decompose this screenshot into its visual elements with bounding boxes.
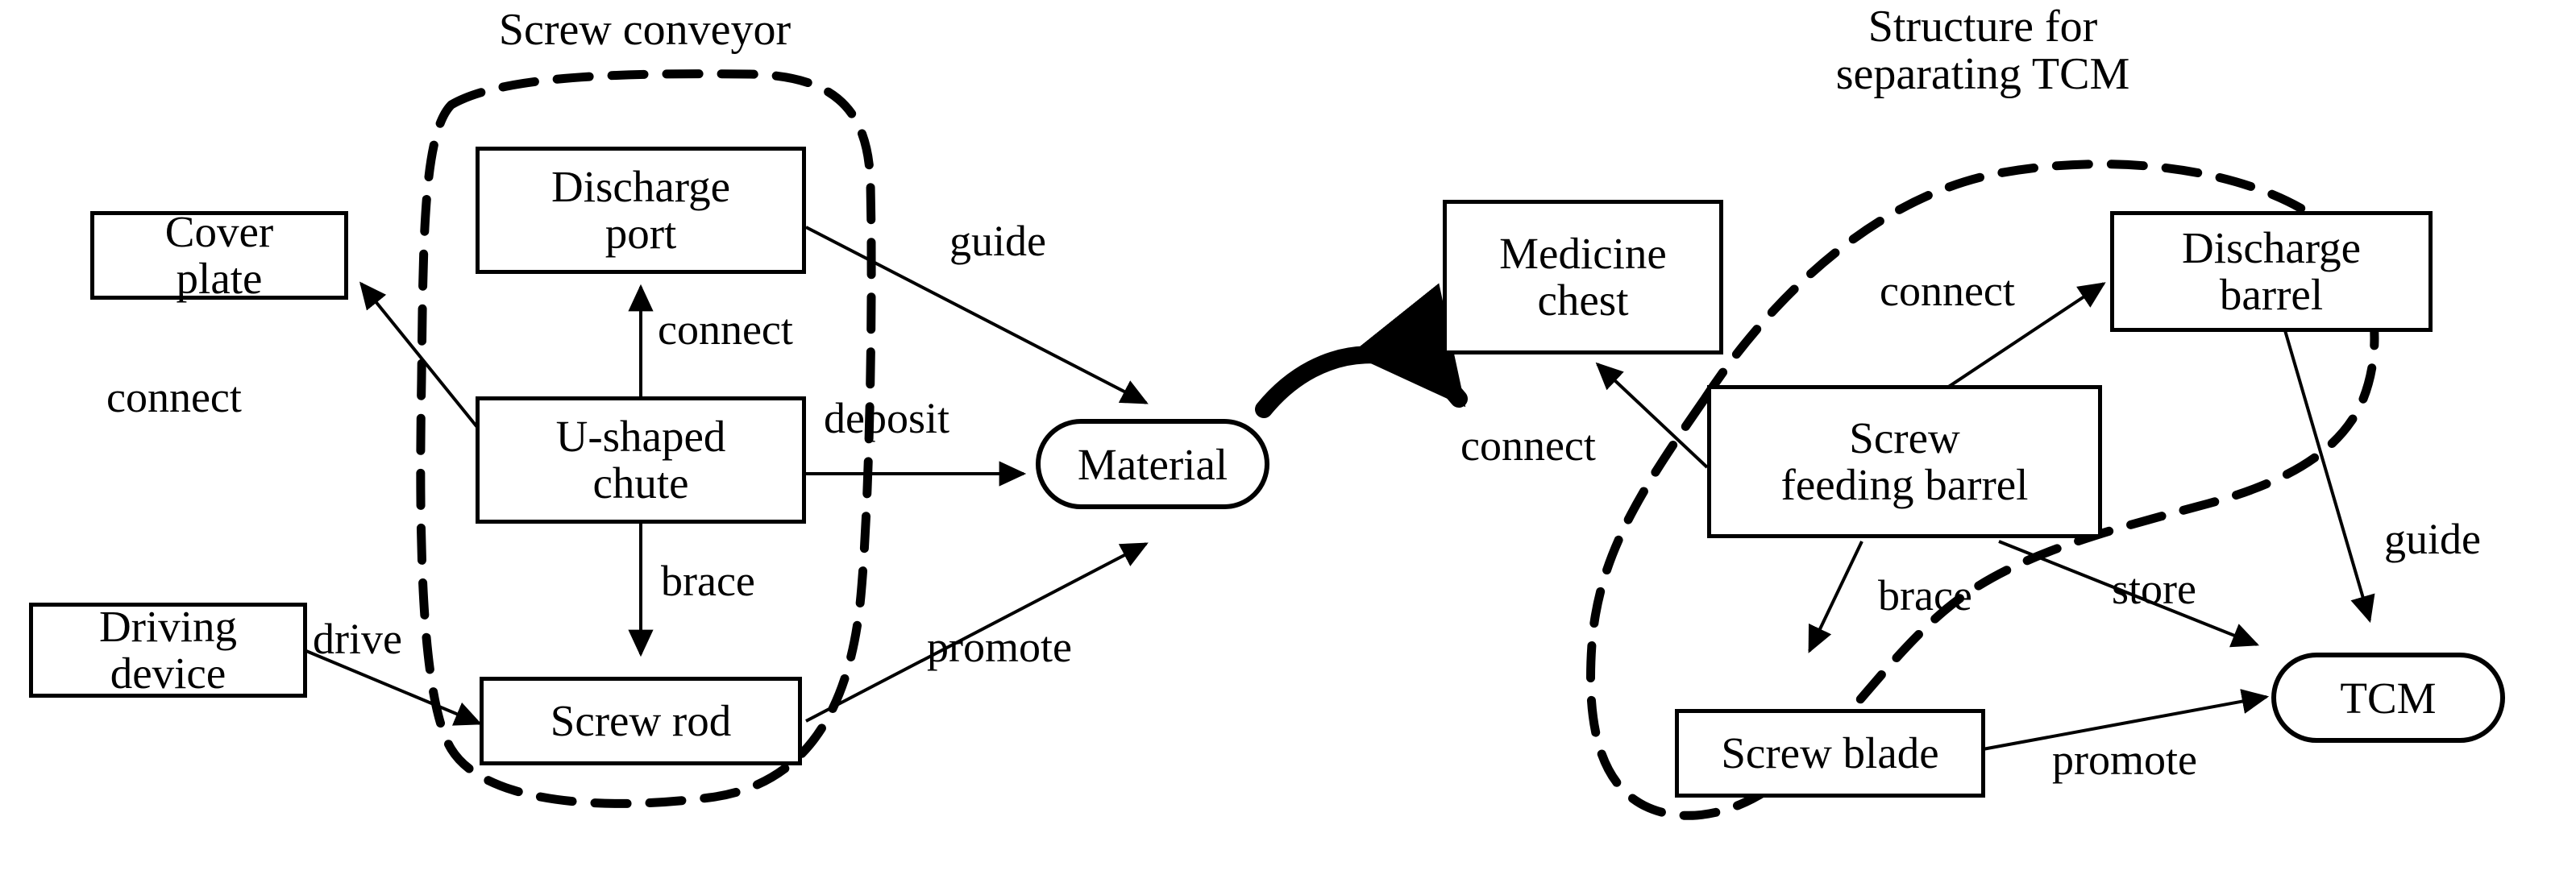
edge-label-connect-discharge-port: connect [658,305,793,354]
edge-drive-screw-rod [305,649,482,726]
edge-promote-tcm [1982,689,2270,751]
edge-label-connect-cover-plate: connect [106,373,242,421]
edge-connect-cover-plate [359,281,485,437]
group-caption-screw-conveyor: Screw conveyor [498,5,791,55]
edge-label-brace-screw-blade: brace [1878,571,1972,620]
edge-label-guide-material: guide [949,217,1046,265]
edge-label-promote-material: promote [927,623,1072,671]
edge-brace-screw-blade [1808,541,1863,653]
edge-label-guide-tcm: guide [2384,515,2481,563]
node-screw-blade[interactable]: Screw blade [1675,709,1985,798]
node-driving-device[interactable]: Driving device [29,603,307,698]
group-caption-separating-tcm: Structure for separating TCM [1835,2,2130,100]
edge-label-drive: drive [313,615,402,663]
node-discharge-port[interactable]: Discharge port [476,147,806,274]
edge-guide-material [805,226,1149,404]
group-boundary-screw-conveyor [416,69,876,808]
edge-connect-medicine-chest [1595,362,1709,469]
group-boundary-separating-tcm [1586,160,2379,820]
edge-store-tcm [1998,540,2259,648]
edge-label-promote-tcm: promote [2052,736,2197,784]
edge-label-brace-screw-rod: brace [661,557,755,605]
node-cover-plate[interactable]: Cover plate [90,209,348,301]
edge-label-connect-discharge-barrel: connect [1880,267,2015,315]
edge-guide-tcm [2281,321,2375,624]
edge-label-connect-medicine-chest: connect [1460,421,1596,470]
edge-promote-material [805,542,1149,723]
node-material[interactable]: Material [1036,419,1269,509]
edge-label-deposit: deposit [824,394,949,442]
edge-label-store: store [2112,565,2196,613]
node-medicine-chest[interactable]: Medicine chest [1443,200,1723,354]
node-discharge-barrel[interactable]: Discharge barrel [2110,211,2433,332]
node-u-shaped-chute[interactable]: U-shaped chute [476,396,806,524]
node-tcm[interactable]: TCM [2271,653,2505,743]
node-screw-feeding-barrel[interactable]: Screw feeding barrel [1707,385,2102,538]
edge-material-to-medicine-chest [1255,283,1468,418]
node-screw-rod[interactable]: Screw rod [480,677,802,765]
